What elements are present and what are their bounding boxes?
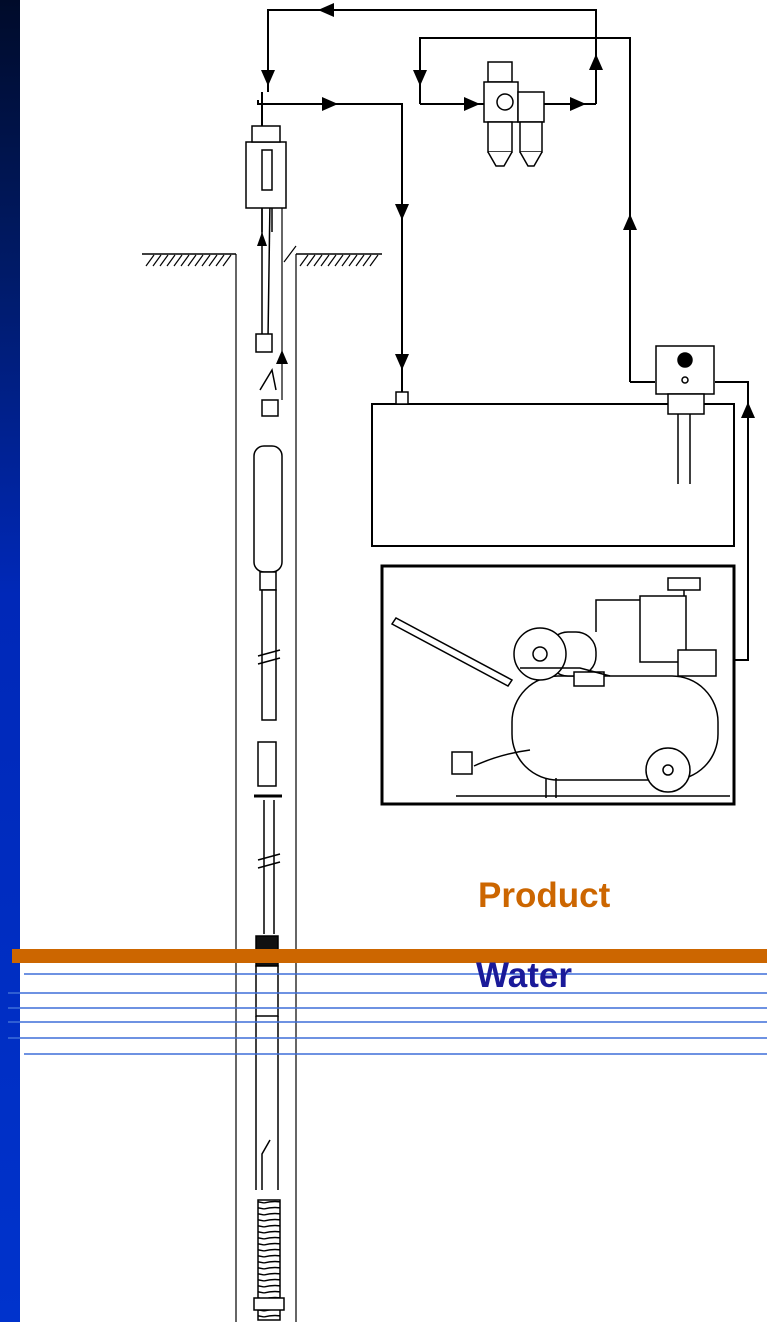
controller-box-icon [655,345,715,484]
pump-icon [253,333,285,1321]
side-accent-bar [0,0,20,1322]
ground-surface [142,253,382,267]
air-compressor-icon [390,577,730,798]
flow-arrow-icon [257,3,755,418]
water-layer-lines [8,973,767,1055]
water-label: Water [476,956,572,995]
product-label: Product [478,876,611,915]
wellhead-icon [245,125,287,232]
well-casing [235,245,297,1322]
tank-inlet [395,391,409,405]
storage-tank [371,403,735,547]
filter-regulator-icon [483,61,545,167]
